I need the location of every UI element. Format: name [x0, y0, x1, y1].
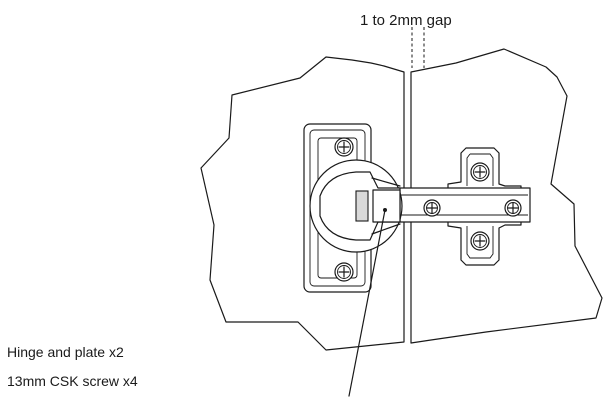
screw-icon [470, 162, 490, 182]
leader-line [348, 208, 387, 397]
screw-icon [423, 199, 441, 217]
screw-icon [334, 137, 354, 157]
parts-note-screw: 13mm CSK screw x4 [7, 373, 138, 389]
gap-indicator [411, 27, 425, 68]
screw-icon [504, 199, 522, 217]
screw-icon [470, 231, 490, 251]
hinge-cup [309, 159, 403, 253]
parts-note-hinge: Hinge and plate x2 [7, 344, 124, 360]
hinge-arm [377, 187, 531, 223]
gap-label: 1 to 2mm gap [360, 12, 452, 29]
hinge-latch-block [355, 190, 369, 222]
screw-icon [334, 262, 354, 282]
